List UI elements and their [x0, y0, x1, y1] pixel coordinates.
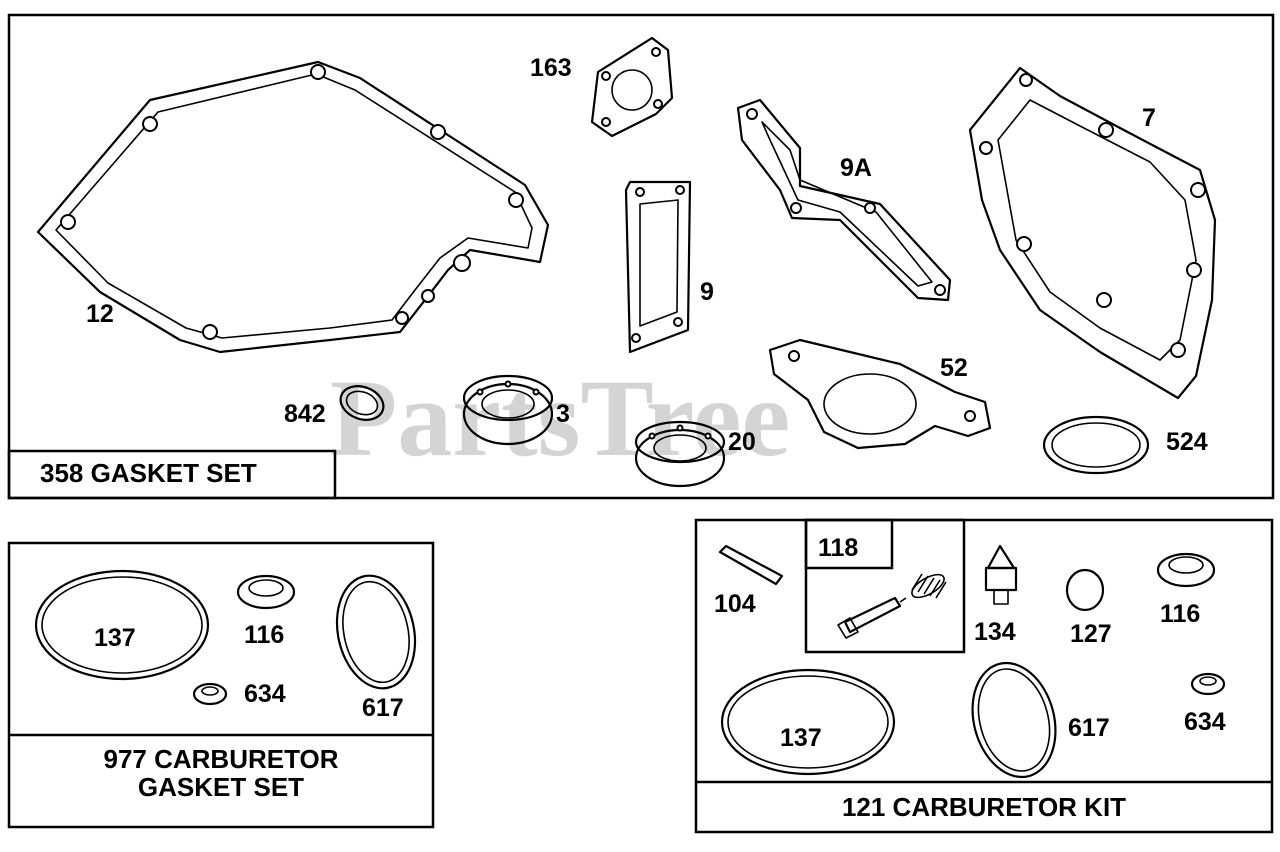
part-116-washer[interactable]	[236, 574, 296, 610]
part-617-gasket-kit[interactable]	[960, 654, 1067, 787]
label-9: 9	[700, 278, 714, 306]
label-524: 524	[1166, 428, 1208, 456]
part-127-plug[interactable]	[1065, 568, 1105, 612]
label-7: 7	[1142, 104, 1156, 132]
gasket-set-title-box	[7, 449, 337, 500]
label-842: 842	[284, 400, 326, 428]
part-116-washer-kit[interactable]	[1156, 552, 1216, 588]
carb-kit-panel: 121 CARBURETOR KIT 118 104 134 127	[694, 518, 1274, 834]
label-617-kit: 617	[1068, 714, 1110, 742]
part-617-gasket[interactable]	[327, 568, 425, 695]
part-163-gasket[interactable]	[590, 36, 674, 138]
part-52-gasket[interactable]	[768, 338, 992, 450]
part-7-head-gasket[interactable]	[968, 66, 1217, 400]
watermark: PartsTree	[330, 357, 790, 479]
carb-gasket-set-frame	[7, 541, 435, 829]
part-118-screw-spring[interactable]	[837, 570, 948, 639]
carb-kit-title: 121 CARBURETOR KIT	[842, 792, 1126, 822]
part-634-washer[interactable]	[192, 682, 228, 706]
label-116-kit: 116	[1160, 600, 1200, 628]
part-134-needle[interactable]	[984, 544, 1018, 605]
label-137-kit: 137	[780, 724, 822, 752]
part-524-o-ring[interactable]	[1042, 415, 1150, 475]
gasket-set-title: 358 GASKET SET	[40, 458, 257, 488]
gasket-set-panel: 358 GASKET SET 12 163	[7, 13, 1275, 500]
label-634: 634	[244, 680, 286, 708]
label-163: 163	[530, 54, 572, 82]
part-634-washer-kit[interactable]	[1190, 672, 1226, 696]
carb-gasket-set-title-1: 977 CARBURETOR	[103, 744, 338, 774]
label-634-kit: 634	[1184, 708, 1226, 736]
part-12-crankcase-gasket[interactable]	[36, 60, 550, 354]
label-20: 20	[728, 428, 756, 456]
carb-kit-frame	[694, 518, 1274, 834]
part-20-oil-seal[interactable]	[634, 420, 726, 488]
carb-gasket-set-title-2: GASKET SET	[138, 772, 304, 802]
gasket-set-frame	[7, 13, 1275, 500]
label-3: 3	[556, 400, 570, 428]
part-3-oil-seal[interactable]	[462, 374, 554, 446]
label-9a: 9A	[840, 154, 872, 182]
label-104: 104	[714, 590, 756, 618]
label-137: 137	[94, 624, 136, 652]
part-137-gasket-kit[interactable]	[720, 668, 896, 776]
label-12: 12	[86, 300, 114, 328]
carb-gasket-set-panel: 977 CARBURETOR GASKET SET 137 116 634 61…	[7, 541, 435, 829]
label-118: 118	[818, 534, 858, 562]
part-104-pin[interactable]	[718, 544, 784, 586]
label-617: 617	[362, 694, 404, 722]
label-52: 52	[940, 354, 968, 382]
label-134: 134	[974, 618, 1016, 646]
label-116: 116	[244, 621, 284, 649]
sub-box-118-label-box	[804, 518, 894, 570]
part-137-gasket[interactable]	[34, 569, 210, 681]
part-9a-gasket[interactable]	[736, 98, 952, 302]
part-842-o-ring[interactable]	[336, 380, 388, 425]
label-127: 127	[1070, 620, 1112, 648]
part-9-gasket[interactable]	[624, 180, 692, 354]
